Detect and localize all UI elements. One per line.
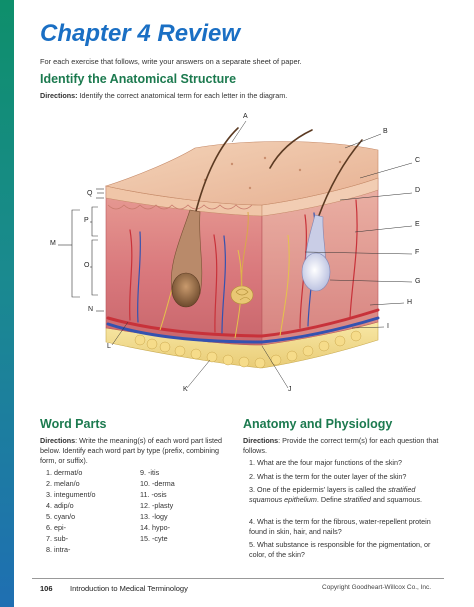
list-item: 2. melan/o [46,479,80,488]
question-4: 4. What is the term for the fibrous, wat… [249,517,431,536]
label-c: C [415,157,421,164]
page-title: Chapter 4 Review [40,20,241,47]
directions-text: : Write the meaning(s) of each word part… [40,436,223,465]
leader-lines [111,120,413,389]
label-h: H [407,299,413,306]
sweat-gland [230,285,254,305]
hair-bulb [171,272,201,308]
footer-rule [32,578,444,579]
list-item: 11. -osis [140,490,167,499]
list-item: 3. integument/o [46,490,96,499]
label-p: P [84,217,89,224]
question-3: 3. One of the epidermis' layers is calle… [249,485,423,504]
word-parts-list-2: 9. -itis 10. -derma 11. -osis 12. -plast… [140,467,175,544]
label-f: F [415,249,420,256]
directions-text: : Provide the correct term(s) for each q… [243,436,439,455]
section-directions-identify: Directions: Identify the correct anatomi… [40,91,440,101]
label-a: A [243,113,248,120]
intro-text: For each exercise that follows, write yo… [40,57,302,66]
label-e: E [415,221,420,228]
label-d: D [415,187,421,194]
list-item: 14. hypo- [140,523,170,532]
list-item: 7. sub- [46,534,68,543]
question-2: 2. What is the term for the outer layer … [249,472,407,481]
hair-shafts [194,127,363,219]
label-o: O [84,262,90,269]
question-5: 5. What substance is responsible for the… [249,540,431,559]
book-title: Introduction to Medical Terminology [70,584,188,593]
label-i: I [387,323,389,330]
section-heading-word-parts: Word Parts [40,417,107,431]
label-b: B [383,128,388,135]
word-parts-list-1: 1. dermat/o 2. melan/o 3. integument/o 4… [46,467,96,555]
label-q: Q [87,190,93,197]
directions-text: Identify the correct anatomical term for… [77,91,288,100]
label-n: N [88,306,94,313]
directions-label: Directions [243,436,279,445]
hair-follicle [170,209,203,295]
directions-label: Directions: [40,91,78,100]
label-l: L [107,343,111,350]
list-item: 12. -plasty [140,501,174,510]
list-item: 9. -itis [140,468,160,477]
hair-bulb-2 [301,252,331,292]
label-j: J [288,386,292,393]
layer-brackets [58,188,104,312]
directions-label: Directions [40,436,76,445]
page-number: 106 [40,584,53,593]
list-item: 15. -cyte [140,534,168,543]
label-g: G [415,278,421,285]
word-parts-directions: Directions: Write the meaning(s) of each… [40,436,225,466]
section-heading-identify: Identify the Anatomical Structure [40,72,237,86]
list-item: 8. intra- [46,545,71,554]
list-item: 6. epi- [46,523,66,532]
list-item: 13. -logy [140,512,168,521]
list-item: 5. cyan/o [46,512,76,521]
copyright: Copyright Goodheart-Willcox Co., Inc. [322,584,432,591]
side-color-bar [0,0,14,607]
list-item: 1. dermat/o [46,468,83,477]
label-k: K [183,386,188,393]
anatomy-directions: Directions: Provide the correct term(s) … [243,436,443,456]
label-m: M [50,240,56,247]
fat-cells [134,330,362,369]
question-1: 1. What are the four major functions of … [249,458,403,467]
section-heading-anatomy: Anatomy and Physiology [243,417,393,431]
list-item: 10. -derma [140,479,175,488]
list-item: 4. adip/o [46,501,74,510]
skin-surface [104,141,379,206]
